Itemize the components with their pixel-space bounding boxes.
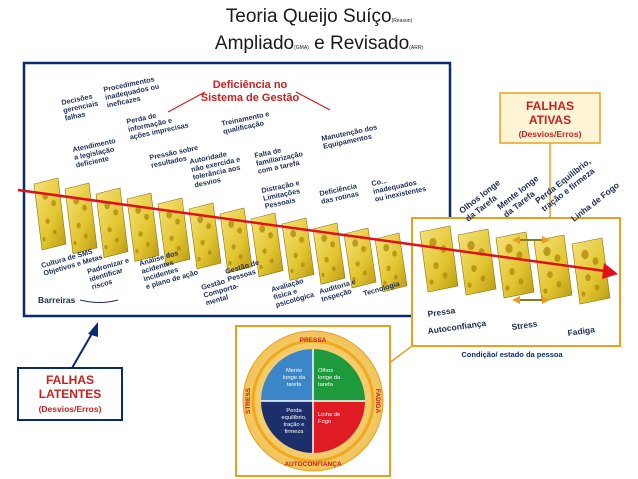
falhas-latentes-2: LATENTES xyxy=(39,387,101,401)
cheese-slice xyxy=(126,192,160,262)
barreiras-pointer xyxy=(79,299,119,303)
title-main: Teoria Queijo Suíço xyxy=(225,6,392,27)
cheese-slices xyxy=(33,177,408,293)
wheel-quadrant-tr xyxy=(313,349,365,401)
central-heading-2: Sistema de Gestão xyxy=(201,92,300,104)
wheel-quadrant-br xyxy=(313,401,365,453)
title-arr: (ARR) xyxy=(409,45,424,51)
cheese-slice xyxy=(95,187,129,258)
falhas-latentes-arrowhead xyxy=(88,322,98,337)
accident-trajectory-arrow xyxy=(17,188,613,274)
condition-caption: Condição/ estado da pessoa xyxy=(461,350,563,359)
title-reason: (Reason) xyxy=(391,18,413,24)
falhas-latentes-1: FALHAS xyxy=(46,373,94,387)
cheese-slice xyxy=(188,202,222,270)
falhas-latentes-arrow xyxy=(71,329,95,369)
label-controles: Co...inadequadosou inexistentes xyxy=(371,168,427,203)
title-line-2: Ampliado(GMA) e Revisado(ARR) xyxy=(0,33,638,55)
cheese-slice xyxy=(219,207,253,274)
falhas-ativas-box xyxy=(499,92,601,144)
cheese-slice xyxy=(374,232,408,293)
label-autoridade: Autoridadenão exercida etolerância aosde… xyxy=(189,147,245,190)
title-line-1: Teoria Queijo Suíço(Reason) xyxy=(0,6,638,28)
heading-arrow-left xyxy=(167,91,206,113)
heading-arrow-right xyxy=(295,91,331,111)
wheel-ring xyxy=(251,339,375,463)
state-fadiga: Fadiga xyxy=(567,324,596,338)
cheese-slice xyxy=(250,212,284,277)
trajectory-arrowhead xyxy=(602,263,618,279)
active-cheese-slice xyxy=(495,231,535,299)
falhas-ativas-1: FALHAS xyxy=(526,99,574,113)
falhas-latentes-box xyxy=(17,367,123,421)
active-cheese-slices xyxy=(419,225,611,305)
wheel-left: STRESS xyxy=(245,387,252,414)
barreiras-label: Barreiras xyxy=(38,295,76,305)
wheel-top: PRESSA xyxy=(300,337,327,344)
cheese-slice xyxy=(281,217,315,281)
cheese-slice xyxy=(343,227,377,289)
falhas-latentes-3: (Desvios/Erros) xyxy=(39,404,102,414)
wheel-bottom: AUTOCONFIANÇA xyxy=(284,461,342,468)
label-analise-acidentes: Análise dosacidentesincidentese plano de… xyxy=(138,244,200,291)
double-arrow-2 xyxy=(512,296,550,304)
wheel-right: FADIGA xyxy=(374,389,381,414)
cheese-slice xyxy=(157,197,191,266)
state-pressa: Pressa xyxy=(427,305,456,319)
cheese-slice xyxy=(312,222,346,285)
falhas-ativas-2: ATIVAS xyxy=(529,113,571,127)
active-cheese-slice xyxy=(571,237,611,305)
title-gma: (GMA) xyxy=(294,45,309,51)
active-cheese-slice xyxy=(419,225,459,293)
active-cheese-slice xyxy=(533,234,573,302)
label-perda-informacao: Perda deinformação eações imprecisas xyxy=(126,105,190,142)
double-arrow-1 xyxy=(512,236,550,244)
state-stress: Stress xyxy=(511,318,538,332)
title-revisado: e Revisado xyxy=(308,33,410,54)
central-heading-1: Deficiência no xyxy=(213,79,288,91)
wheel-quadrant-tl xyxy=(261,349,313,401)
latent-failures-frame xyxy=(22,61,452,318)
wheel-quadrant-bl xyxy=(261,401,313,453)
falhas-ativas-3: (Desvios/Erros) xyxy=(519,129,582,139)
title-ampliado: Ampliado xyxy=(214,33,295,54)
